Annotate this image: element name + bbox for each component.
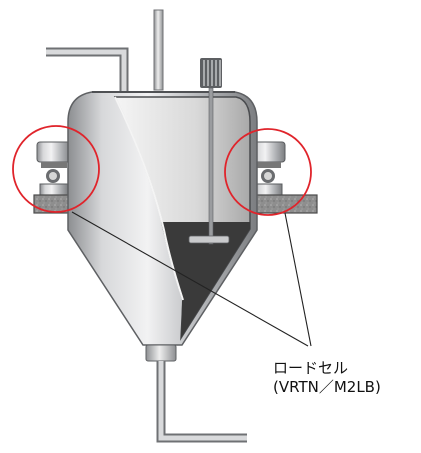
inlet-pipe: [46, 47, 129, 92]
load-cell-callout-title: ロードセル: [273, 359, 349, 377]
callout-circle-right: [224, 128, 312, 216]
tank-liquid: [161, 222, 250, 338]
callout-leader-lines: [71, 211, 312, 347]
agitator-shaft: [188, 87, 230, 245]
tank-body: [67, 91, 258, 346]
load-cell-callout-model: (VRTN／M2LB): [273, 378, 381, 396]
load-cell-callout: ロードセル (VRTN／M2LB): [273, 359, 421, 397]
callout-circle-left: [12, 125, 100, 213]
vent-pipe: [153, 9, 164, 91]
agitator-motor: [200, 58, 222, 88]
outlet-pipe: [145, 344, 247, 443]
